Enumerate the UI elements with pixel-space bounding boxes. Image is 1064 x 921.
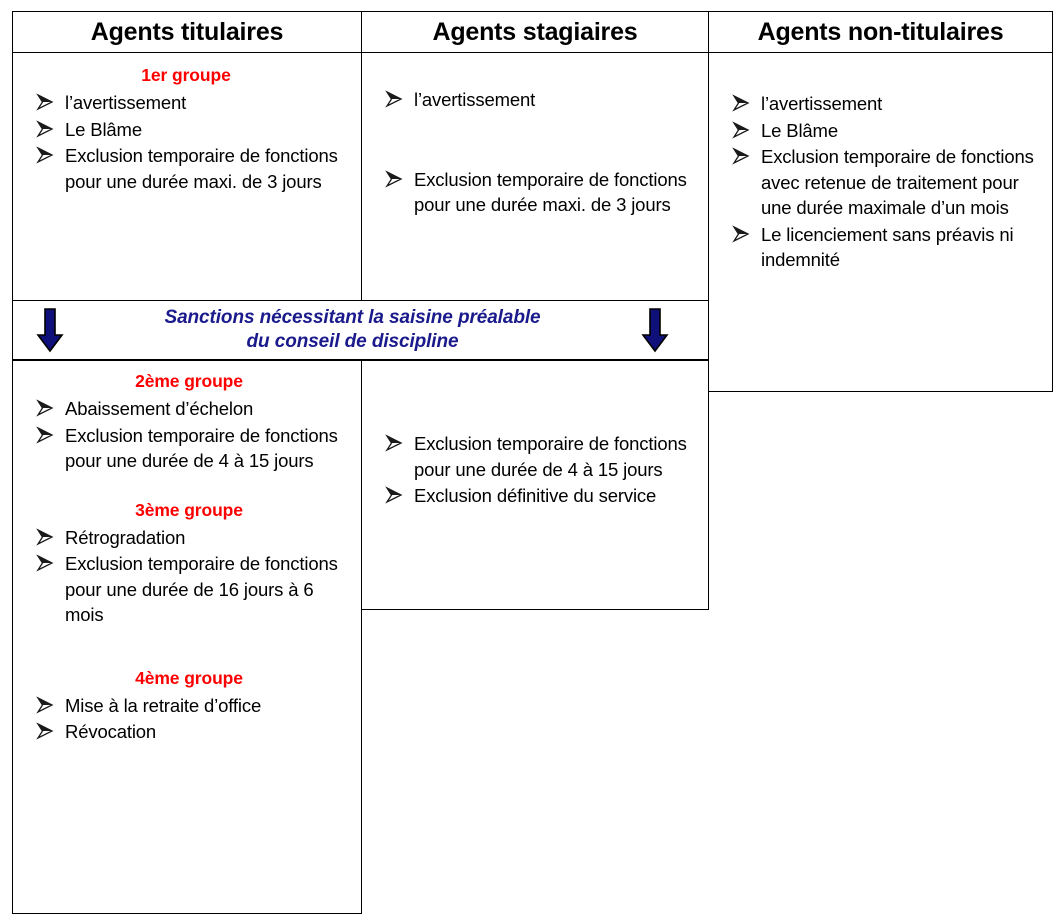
column-header-label: Agents non-titulaires (757, 17, 1004, 46)
list-item-label: Le Blâme (761, 119, 838, 141)
list-item: Rétrogradation (25, 525, 347, 551)
list-item-label: l’avertissement (761, 93, 883, 114)
column-header-non-titulaires: Agents non-titulaires (708, 11, 1053, 53)
spacer (374, 373, 694, 431)
list-item-label: Le Blâme (65, 118, 142, 140)
column-header-titulaires: Agents titulaires (12, 11, 362, 53)
column-header-label: Agents titulaires (90, 17, 284, 46)
list-item-label: Exclusion temporaire de fonctions pour u… (414, 433, 687, 480)
list-item-label: Exclusion temporaire de fonctions pour u… (65, 553, 338, 626)
arrowhead-bullet-icon (35, 721, 55, 741)
cell-stagiaires-bottom: Exclusion temporaire de fonctions pour u… (361, 360, 709, 610)
list-item-label: Le licenciement sans préavis ni indemnit… (761, 223, 1014, 271)
cell-titulaires-groupes-234: 2ème groupe Abaissement d’échelon Exclus… (12, 360, 362, 914)
list-item: Exclusion temporaire de fonctions pour u… (374, 431, 694, 482)
sanction-list: l’avertissement Exclusion temporaire de … (374, 87, 694, 218)
down-arrow-icon (35, 307, 65, 353)
arrowhead-bullet-icon (384, 89, 404, 109)
list-item-label: Exclusion temporaire de fonctions pour u… (414, 168, 687, 216)
group-title-2eme: 2ème groupe (135, 371, 243, 391)
sanction-list-groupe4: Mise à la retraite d’office Révocation (25, 693, 347, 745)
banner-line-1: Sanctions nécessitant la saisine préalab… (164, 306, 541, 328)
column-header-label: Agents stagiaires (432, 17, 638, 46)
cell-titulaires-groupe1: 1er groupe l’avertissement Le Blâme Excl… (12, 52, 362, 301)
list-item: Exclusion définitive du service (374, 483, 694, 509)
list-item: Mise à la retraite d’office (25, 693, 347, 719)
arrowhead-bullet-icon (35, 92, 55, 112)
sanction-list-groupe3: Rétrogradation Exclusion temporaire de f… (25, 525, 347, 628)
list-item: Abaissement d’échelon (25, 396, 347, 422)
cell-non-titulaires: l’avertissement Le Blâme Exclusion tempo… (708, 52, 1053, 392)
sanction-list: Exclusion temporaire de fonctions pour u… (374, 431, 694, 509)
list-item: Le Blâme (721, 118, 1038, 144)
arrowhead-bullet-icon (731, 93, 751, 113)
list-item-label: Abaissement d’échelon (65, 398, 254, 419)
spacer (374, 65, 694, 87)
list-item-label: l’avertissement (65, 92, 187, 113)
arrowhead-bullet-icon (731, 120, 751, 140)
list-item: Exclusion temporaire de fonctions avec r… (721, 144, 1038, 221)
banner-text: Sanctions nécessitant la saisine préalab… (65, 306, 640, 355)
list-item: Révocation (25, 719, 347, 745)
sanction-list: l’avertissement Le Blâme Exclusion tempo… (721, 91, 1038, 273)
column-header-stagiaires: Agents stagiaires (361, 11, 709, 53)
down-arrow-icon (640, 307, 670, 353)
arrowhead-bullet-icon (384, 169, 404, 189)
list-item: Exclusion temporaire de fonctions pour u… (25, 423, 347, 474)
list-item-label: Exclusion temporaire de fonctions avec r… (761, 146, 1034, 219)
arrowhead-bullet-icon (35, 119, 55, 139)
list-item-label: Exclusion temporaire de fonctions pour u… (65, 424, 338, 472)
list-item: Le Blâme (25, 117, 347, 143)
list-item-label: Exclusion définitive du service (414, 485, 657, 507)
sanction-list-groupe2: Abaissement d’échelon Exclusion temporai… (25, 396, 347, 474)
list-item: l’avertissement (25, 90, 347, 116)
cell-stagiaires-top: l’avertissement Exclusion temporaire de … (361, 52, 709, 301)
group-title-4eme: 4ème groupe (135, 667, 243, 688)
list-item: Le licenciement sans préavis ni indemnit… (721, 222, 1038, 273)
list-item-label: Rétrogradation (65, 526, 186, 548)
list-item-label: Révocation (65, 721, 157, 743)
arrowhead-bullet-icon (384, 485, 404, 505)
list-item: l’avertissement (721, 91, 1038, 117)
arrowhead-bullet-icon (731, 146, 751, 166)
list-item-label: l’avertissement (414, 89, 536, 110)
spacer (721, 65, 1038, 91)
list-item-label: Exclusion temporaire de fonctions pour u… (65, 145, 338, 192)
group-title-3eme: 3ème groupe (135, 499, 243, 520)
arrowhead-bullet-icon (35, 425, 55, 445)
sanction-list: l’avertissement Le Blâme Exclusion tempo… (25, 90, 347, 194)
arrowhead-bullet-icon (35, 145, 55, 165)
banner-conseil-de-discipline: Sanctions nécessitant la saisine préalab… (12, 300, 709, 360)
group-title-1er: 1er groupe (141, 65, 231, 85)
list-item: l’avertissement (374, 87, 694, 113)
list-item: Exclusion temporaire de fonctions pour u… (25, 551, 347, 628)
arrowhead-bullet-icon (35, 398, 55, 418)
arrowhead-bullet-icon (384, 433, 404, 453)
arrowhead-bullet-icon (731, 224, 751, 244)
list-item-label: Mise à la retraite d’office (65, 694, 262, 716)
arrowhead-bullet-icon (35, 527, 55, 547)
arrowhead-bullet-icon (35, 695, 55, 715)
banner-line-2: du conseil de discipline (246, 331, 459, 352)
list-item: Exclusion temporaire de fonctions pour u… (374, 167, 694, 218)
list-item: Exclusion temporaire de fonctions pour u… (25, 143, 347, 194)
arrowhead-bullet-icon (35, 553, 55, 573)
